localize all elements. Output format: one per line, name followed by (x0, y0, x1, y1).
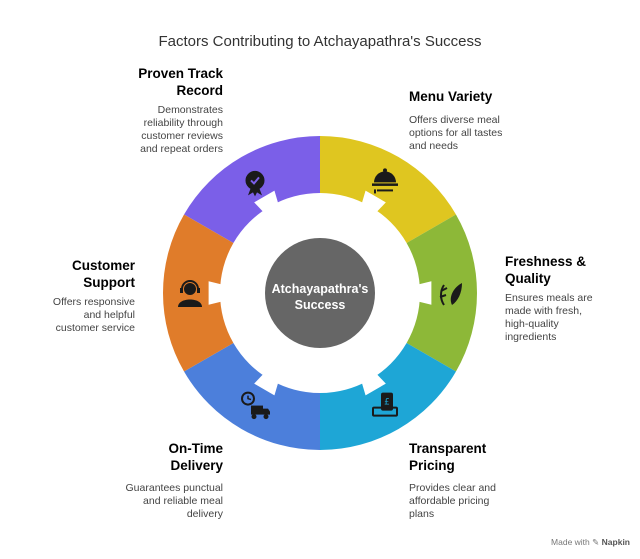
arrow-transparent-pricing (350, 344, 386, 396)
delivery-truck-icon (241, 391, 270, 420)
label-proven-track-record: Proven Track Record (138, 66, 223, 98)
desc-menu-variety: Offers diverse meal options for all tast… (409, 114, 503, 152)
plant-leaf-icon (439, 283, 462, 306)
arrow-menu-variety (350, 190, 386, 242)
svg-text:£: £ (384, 398, 390, 408)
center-circle (265, 238, 375, 348)
diagram-title: Factors Contributing to Atchayapathra's … (158, 33, 482, 50)
arrow-freshness-quality (380, 274, 432, 312)
napkin-logo-icon: ✎ (592, 537, 600, 547)
label-menu-variety: Menu Variety (409, 89, 493, 104)
desc-transparent-pricing: Provides clear and affordable pricing pl… (409, 482, 496, 520)
desc-on-time-delivery: Guarantees punctual and reliable meal de… (125, 482, 223, 520)
support-agent-icon (178, 280, 202, 307)
label-freshness-quality: Freshness & Quality (505, 254, 587, 286)
center-label: Atchayapathra's Success (271, 282, 369, 312)
label-on-time-delivery: On-Time Delivery (168, 441, 223, 473)
arrow-proven-track-record (254, 190, 290, 242)
desc-customer-support: Offers responsive and helpful customer s… (52, 296, 135, 334)
napkin-watermark: Made with ✎ Napkin (551, 537, 630, 547)
arrow-customer-support (208, 274, 260, 312)
label-customer-support: Customer Support (71, 258, 135, 290)
badge-check-icon (245, 170, 265, 197)
desc-freshness-quality: Ensures meals are made with fresh, high-… (505, 292, 593, 343)
food-cloche-icon (372, 168, 398, 194)
arrow-on-time-delivery (254, 344, 290, 396)
desc-proven-track-record: Demonstrates reliability through custome… (140, 104, 223, 155)
label-transparent-pricing: Transparent Pricing (409, 441, 487, 473)
segment-on-time-delivery (184, 343, 320, 451)
price-tag-icon: £ (372, 392, 398, 417)
